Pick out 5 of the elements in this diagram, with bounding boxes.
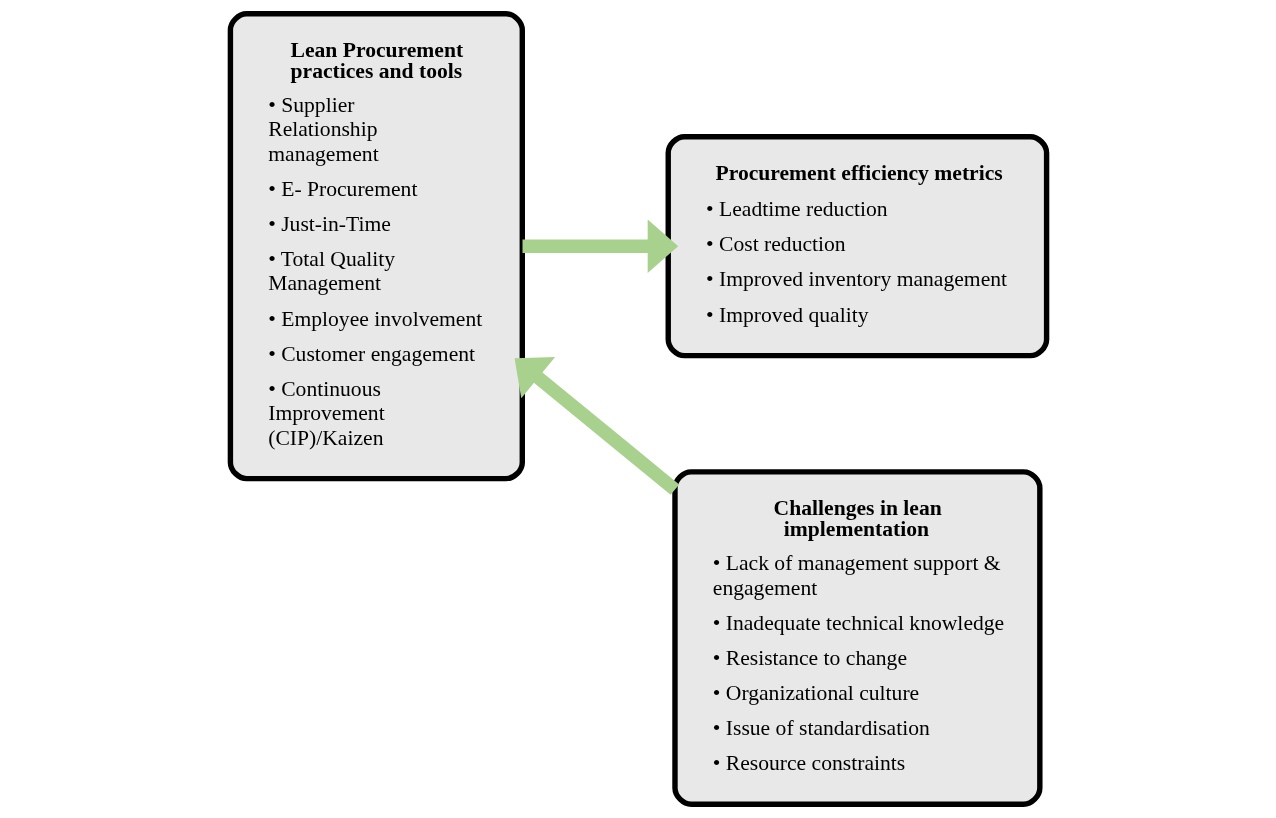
node-box: Procurement efficiency metrics • Leadtime reduction • Cost reduction • Improved inventory management • Improved quality [665, 134, 1049, 359]
node-box: Lean Procurement practices and tools • Supplier Relationship management • E- Procurement • Just-in-Time • Total Quality Management • Employee involvement • Customer engagement • Continuous Improvement (CIP)/Kaizen [227, 11, 525, 482]
node-box: Challenges in lean implementation • Lack of management support & engagement • Inadequate technical knowledge • Resistance to change • Organizational culture • Issue of standardisation • Resource constraints [671, 469, 1043, 807]
arrow [514, 356, 679, 495]
arrow [522, 219, 678, 273]
